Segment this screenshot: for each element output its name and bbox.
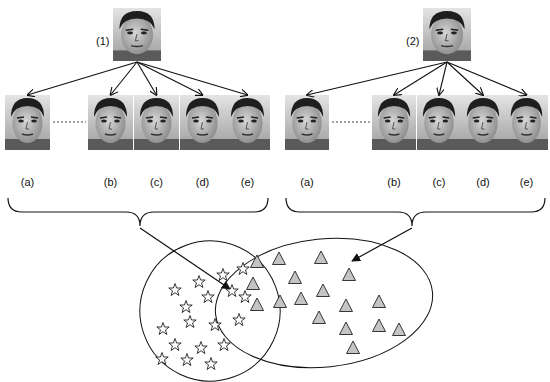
variant-image: (c) [417, 95, 461, 191]
variant-image: (c) [134, 95, 179, 191]
connector-arrow [111, 62, 138, 95]
variant-image: (d) [180, 95, 225, 191]
variant-image: (e) [505, 95, 548, 191]
connector-arrow [307, 62, 447, 95]
source-image: (1) [92, 8, 162, 62]
triangle-samples [247, 251, 406, 354]
callout-label: (e) [519, 176, 534, 189]
callout-label: (a) [20, 176, 35, 189]
variant-image: (d) [461, 95, 505, 191]
connector-arrow [447, 62, 527, 95]
variant-image: (b) [88, 95, 133, 191]
connector-arrow [394, 62, 447, 95]
callout-label: (1) [95, 35, 110, 48]
star-samples [156, 263, 251, 370]
merge-arrow [140, 228, 412, 289]
callout-label: (b) [103, 176, 118, 189]
brace [8, 198, 545, 226]
variant-image: (a) [285, 95, 329, 191]
connector-arrow [439, 62, 447, 95]
class-ellipse [120, 221, 439, 382]
dotted-gap [53, 122, 370, 123]
callout-label: (a) [299, 176, 314, 189]
variant-image: (a) [5, 95, 50, 191]
callout-label: (b) [386, 176, 401, 189]
connector-arrow [137, 62, 248, 95]
connector-arrow [28, 62, 138, 95]
callout-label: (e) [240, 176, 255, 189]
source-image: (2) [402, 8, 472, 62]
face-images [5, 8, 548, 150]
callout-label: (2) [405, 35, 420, 48]
variant-image: (e) [225, 95, 270, 191]
variant-image: (b) [372, 95, 416, 191]
callout-label: (d) [195, 176, 210, 189]
callout-label: (c) [432, 176, 447, 189]
callout-label: (d) [475, 176, 490, 189]
callout-label: (c) [149, 176, 164, 189]
connector-arrow [447, 62, 483, 95]
